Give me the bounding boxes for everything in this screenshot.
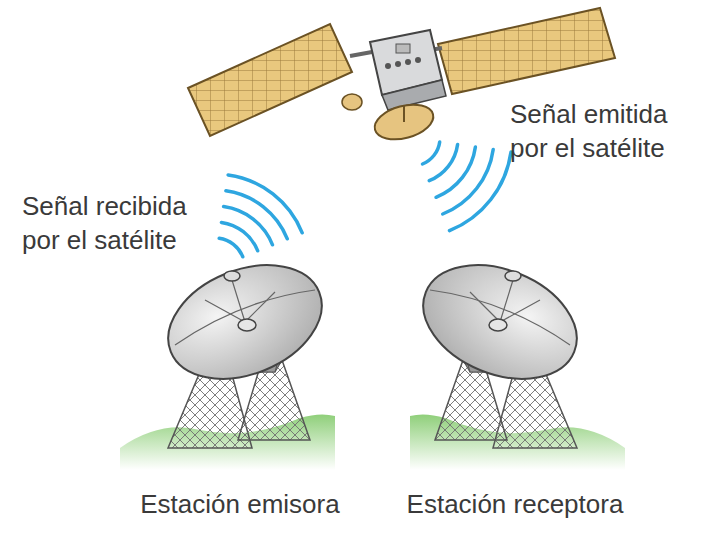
wave-arc <box>221 222 257 250</box>
station-label: Estación emisora <box>120 488 360 522</box>
wave-arc <box>224 207 273 245</box>
wave-arc <box>450 152 512 231</box>
wave-arc <box>429 144 457 180</box>
signal-waves <box>219 142 511 257</box>
station-label: Estación receptora <box>385 488 645 522</box>
signal-label: Señal recibida por el satélite <box>22 190 222 258</box>
wave-arc <box>228 175 302 233</box>
signal-label: Señal emitida por el satélite <box>510 98 710 166</box>
transmitting-station <box>120 244 339 470</box>
wave-arc <box>436 147 475 197</box>
receiving-station <box>406 244 625 470</box>
wave-arc <box>219 238 243 256</box>
wave-arc <box>423 142 440 164</box>
